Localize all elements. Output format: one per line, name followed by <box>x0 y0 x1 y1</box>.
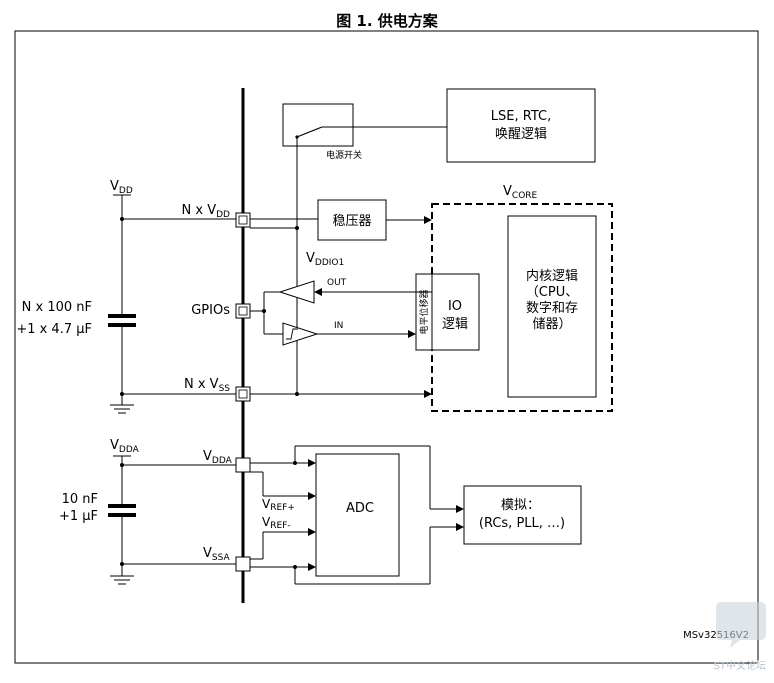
vdd-rail-label: VDD <box>110 179 133 196</box>
vref-minus-arrow <box>308 528 316 536</box>
adc-label: ADC <box>346 501 374 516</box>
io-logic-line2: 逻辑 <box>442 317 468 332</box>
lse-rtc-line2: 唤醒逻辑 <box>495 127 547 142</box>
lse-rtc-block <box>446 88 596 163</box>
vssa-pin-label: VSSA <box>203 546 230 563</box>
io-logic-block <box>415 273 480 351</box>
regulator-block <box>317 199 387 241</box>
power-switch-label: 电源开关 <box>326 149 362 161</box>
in-schmitt-buffer <box>282 322 319 346</box>
figure-ref-code: MSv32516V2 <box>683 630 749 641</box>
vss-pin-inner <box>238 389 248 399</box>
vdda-adc-arrow <box>308 459 316 467</box>
vss-arrow <box>424 390 432 398</box>
vref-plus-label: VREF+ <box>262 497 295 513</box>
in-arrow <box>408 330 416 338</box>
vdd-pin-inner <box>238 215 248 225</box>
vdda-pin-label: VDDA <box>203 449 233 466</box>
vdda-rail-label: VDDA <box>110 438 140 455</box>
lse-rtc-line1: LSE, RTC, <box>491 109 551 124</box>
core-logic-line1: 内核逻辑 <box>526 268 578 284</box>
power-switch-box <box>282 103 354 147</box>
cap2-label-line2: +1 μF <box>59 509 98 524</box>
vref-plus-arrow <box>308 492 316 500</box>
watermark-logo <box>716 602 766 648</box>
n-vdd-label: N x VDD <box>182 203 231 220</box>
n-vss-label: N x VSS <box>184 377 230 394</box>
adc-block <box>315 453 400 577</box>
in-label: IN <box>334 321 343 331</box>
figure-frame <box>14 30 759 664</box>
vcore-domain <box>431 203 613 412</box>
vssa-pin <box>235 556 251 572</box>
gpio-pin-inner <box>238 306 248 316</box>
vdda-pin <box>235 457 251 473</box>
core-logic-line2: （CPU、 <box>526 285 578 300</box>
vref-minus-label: VREF- <box>262 515 291 531</box>
gpio-junction <box>262 309 266 313</box>
analog-line1: 模拟： <box>501 498 540 513</box>
figure-title: 图 1. 供电方案 <box>336 12 439 30</box>
vssa-adc-arrow <box>308 563 316 571</box>
analog-arrow-top <box>456 505 464 513</box>
regulator-arrow <box>424 216 432 224</box>
gpios-label: GPIOs <box>191 303 230 318</box>
schmitt-symbol <box>286 328 298 340</box>
cap2-label-line1: 10 nF <box>62 492 98 507</box>
cap1-label-line2: +1 x 4.7 μF <box>16 322 92 337</box>
analog-arrow-bottom <box>456 523 464 531</box>
power-switch-contact <box>296 126 323 138</box>
out-label: OUT <box>327 278 347 288</box>
cap1-label-line1: N x 100 nF <box>22 300 92 315</box>
analog-line2: (RCs, PLL, …) <box>479 516 565 531</box>
core-logic-line4: 储器） <box>532 317 571 332</box>
io-logic-line1: IO <box>448 299 462 314</box>
out-buffer <box>278 280 315 304</box>
vcore-label: VCORE <box>503 184 538 201</box>
watermark-text: ST中文论坛 <box>714 659 766 672</box>
core-logic-line3: 数字和存 <box>526 301 578 316</box>
regulator-label: 稳压器 <box>332 213 371 229</box>
out-arrow <box>314 288 322 296</box>
vddio1-label: VDDIO1 <box>306 251 344 268</box>
analog-block <box>463 485 582 545</box>
level-shifter-label: 电平位移器 <box>418 289 430 334</box>
core-logic-block <box>507 215 597 398</box>
